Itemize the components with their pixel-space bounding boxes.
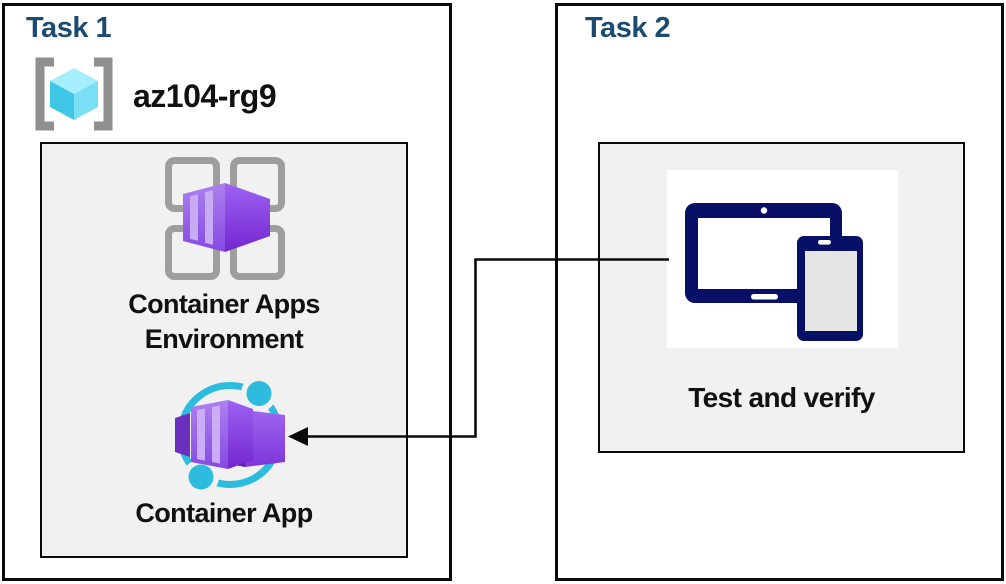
resource-group-icon	[28, 56, 120, 132]
environment-label-line1: Container Apps	[128, 289, 320, 319]
task2-title: Task 2	[585, 12, 671, 44]
resource-group-label: az104-rg9	[133, 78, 277, 114]
task2-box: Task 2 Test and verify	[555, 3, 1004, 581]
container-app-label: Container App	[135, 498, 313, 528]
container-apps-environment-icon	[165, 157, 285, 280]
test-and-verify-label: Test and verify	[688, 382, 875, 413]
environment-label-line2: Environment	[144, 324, 304, 354]
task1-title: Task 1	[26, 12, 112, 44]
tablet-and-phone-icon	[667, 170, 898, 348]
task2-panel: Test and verify	[598, 142, 965, 453]
container-app-icon	[167, 372, 293, 498]
task1-panel: Container Apps Environment	[40, 142, 408, 558]
task1-box: Task 1 az104-rg9	[2, 3, 452, 581]
environment-label: Container Apps Environment	[42, 287, 406, 357]
